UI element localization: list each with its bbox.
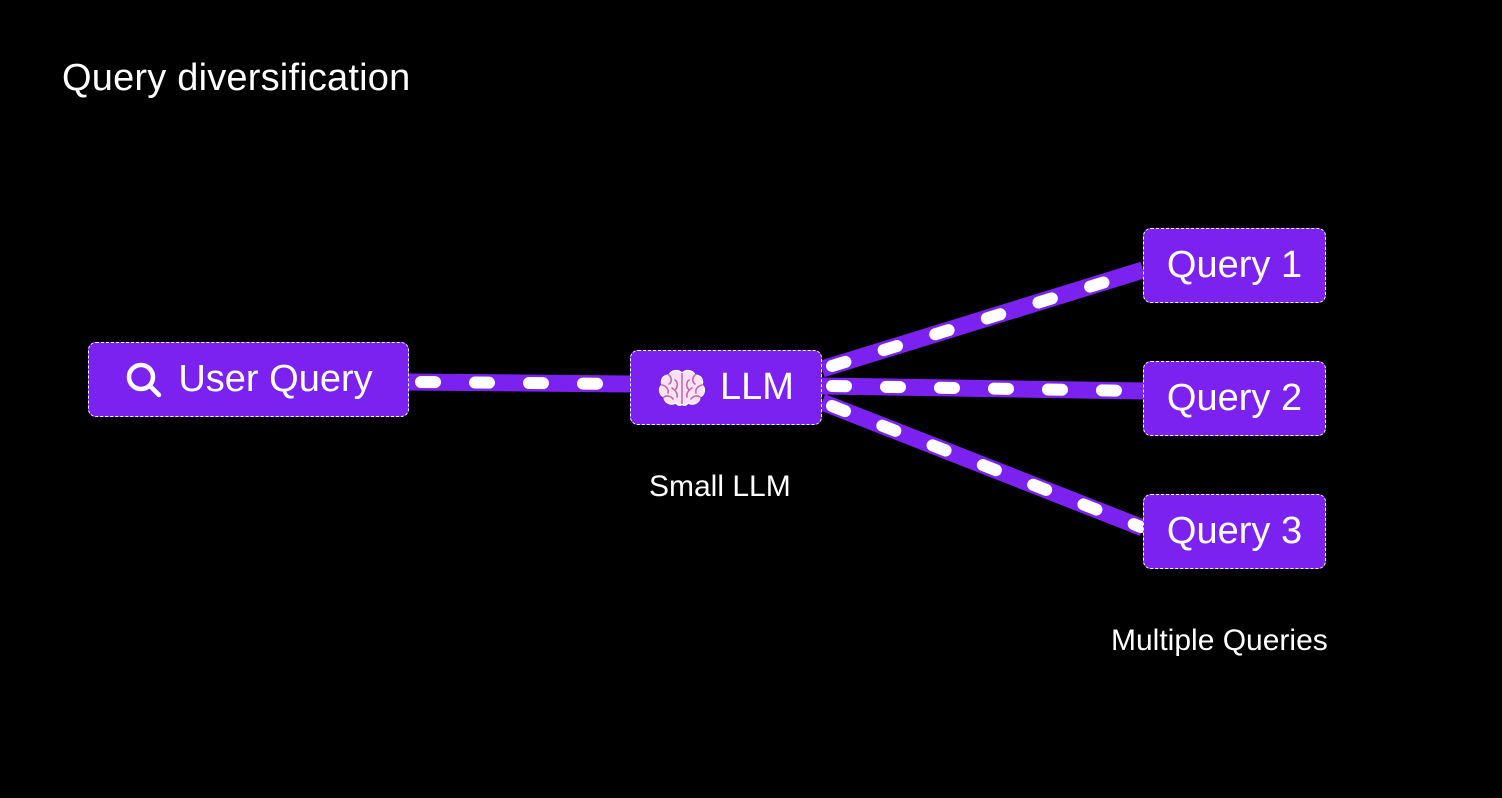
edge-llm-to-query-1 <box>819 261 1147 378</box>
edge-llm-to-query-3 <box>818 394 1147 536</box>
diagram-title: Query diversification <box>62 57 411 99</box>
edge-llm-to-query-2 <box>821 377 1147 400</box>
query-3-label: Query 3 <box>1166 510 1303 552</box>
query-1-node: Query 1 <box>1143 228 1326 303</box>
llm-node: LLM <box>630 350 822 425</box>
query-3-node: Query 3 <box>1143 494 1326 569</box>
small-llm-caption: Small LLM <box>649 470 791 503</box>
query-1-label: Query 1 <box>1166 244 1303 286</box>
search-icon <box>124 360 164 400</box>
user-query-label: User Query <box>178 358 373 400</box>
user-query-node: User Query <box>88 342 409 417</box>
llm-label: LLM <box>720 366 794 408</box>
multiple-queries-caption: Multiple Queries <box>1111 624 1328 657</box>
edge-user-query-to-llm <box>408 373 634 393</box>
query-2-label: Query 2 <box>1166 377 1303 419</box>
brain-icon <box>658 368 706 408</box>
query-2-node: Query 2 <box>1143 361 1326 436</box>
